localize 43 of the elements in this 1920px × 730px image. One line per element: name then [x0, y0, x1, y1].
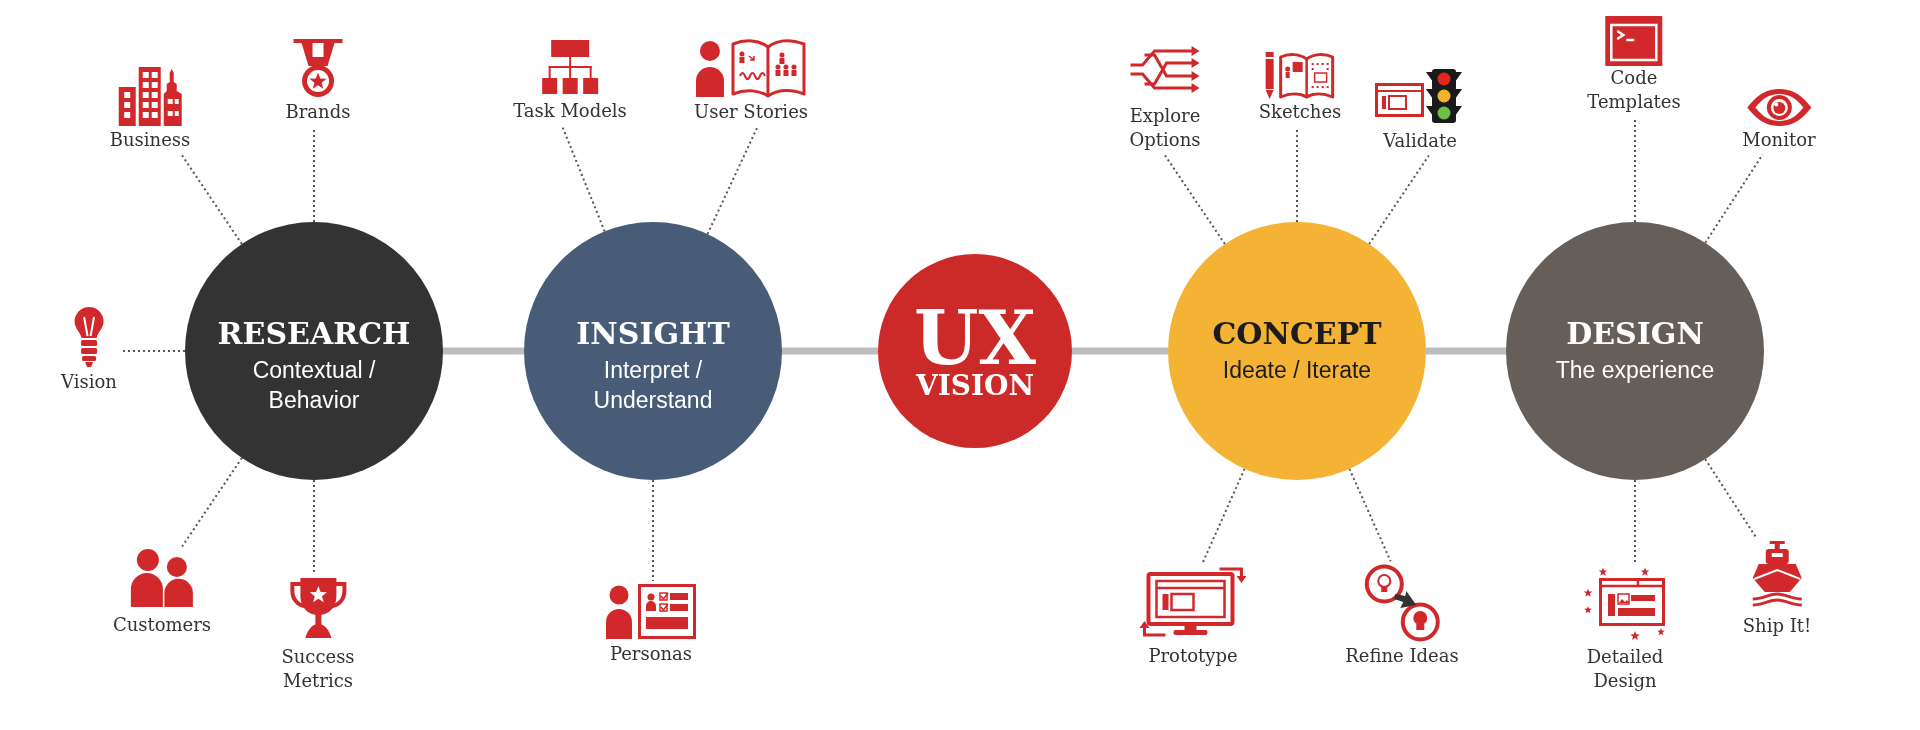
topic-label: Vision [61, 370, 117, 394]
topic-label: Task Models [513, 99, 627, 123]
connector-line [443, 347, 524, 355]
connector-line [782, 347, 878, 355]
topic-label: Monitor [1742, 128, 1816, 152]
topic-label: Sketches [1258, 100, 1342, 124]
circle-title: DESIGN [1566, 316, 1704, 351]
leader-line [1634, 479, 1636, 565]
leader-line [561, 124, 606, 233]
topic-label: Ship It! [1742, 614, 1812, 638]
topic-label: Validate [1383, 129, 1457, 153]
connector-line [1072, 347, 1168, 355]
leader-line [706, 125, 759, 236]
topic-label: Prototype [1148, 644, 1238, 668]
circle-title: CONCEPT [1212, 316, 1382, 351]
leader-line [1201, 467, 1246, 565]
circle-subtitle: The experience [1554, 355, 1716, 385]
leader-line [1704, 458, 1758, 540]
topic-label: Refine Ideas [1345, 644, 1459, 668]
topic-label: Explore Options [1129, 104, 1201, 152]
leader-line [1368, 154, 1430, 246]
leader-line [1163, 153, 1226, 246]
topic-label: Customers [112, 613, 212, 637]
connector-line [1426, 347, 1506, 355]
circle-title: UX [914, 304, 1036, 372]
circle-subtitle: Interpret / Understand [592, 355, 714, 415]
leader-line [1704, 153, 1764, 244]
topic-label: User Stories [694, 100, 808, 124]
leader-line [180, 153, 243, 246]
circle-subtitle: Contextual / Behavior [251, 355, 377, 415]
leader-line [181, 456, 243, 548]
circle-subtitle: VISION [914, 372, 1036, 400]
topic-label: Brands [285, 100, 351, 124]
circle-title: INSIGHT [576, 316, 730, 351]
topic-label: Code Templates [1587, 66, 1681, 114]
circle-title: RESEARCH [217, 316, 411, 351]
topic-label: Detailed Design [1586, 645, 1664, 693]
leader-line [1348, 467, 1392, 563]
circle-subtitle: Ideate / Iterate [1221, 355, 1373, 385]
leader-line [652, 479, 654, 582]
topic-label: Business [109, 128, 191, 152]
topic-label: Personas [609, 642, 693, 666]
topic-label: Success Metrics [281, 645, 355, 693]
